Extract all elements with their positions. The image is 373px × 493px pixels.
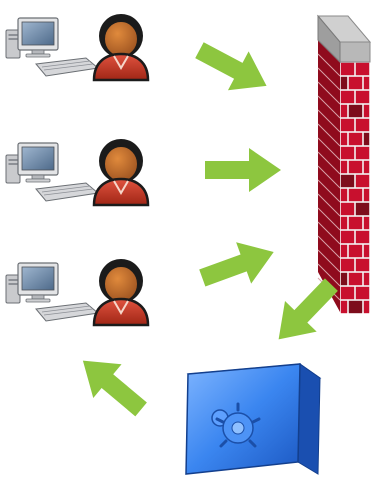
wall-brick <box>341 245 347 257</box>
firewall-brick-wall-icon <box>318 16 370 313</box>
wall-brick <box>364 133 369 145</box>
wall-brick <box>356 147 369 159</box>
wall-brick <box>341 217 347 229</box>
arrow-workstation-3-to-firewall <box>195 231 281 298</box>
wall-brick <box>349 105 362 117</box>
wall-brick <box>341 189 347 201</box>
wall-brick <box>349 133 362 145</box>
wall-brick <box>341 119 354 131</box>
wall-brick <box>356 231 369 243</box>
wall-brick <box>341 273 347 285</box>
arrow-vault-to-workstation-3 <box>69 344 156 427</box>
wall-brick <box>364 245 369 257</box>
wall-brick <box>341 161 347 173</box>
wall-brick <box>356 91 369 103</box>
arrow-workstation-1-to-firewall <box>189 31 277 106</box>
wall-brick <box>356 175 369 187</box>
wall-brick <box>364 189 369 201</box>
computer-user-icon <box>6 259 148 325</box>
wall-brick <box>356 203 369 215</box>
wall-brick <box>349 161 362 173</box>
wall-brick <box>341 63 354 75</box>
wall-side-face <box>318 40 340 312</box>
wall-brick <box>364 105 369 117</box>
wall-brick <box>364 273 369 285</box>
wall-brick <box>364 77 369 89</box>
wall-brick <box>356 119 369 131</box>
workstations <box>6 14 148 325</box>
wall-brick <box>341 147 354 159</box>
wall-brick <box>356 259 369 271</box>
arrow-workstation-2-to-firewall <box>205 148 281 192</box>
wall-brick <box>356 63 369 75</box>
wall-brick <box>349 273 362 285</box>
computer-user-icon <box>6 14 148 80</box>
wall-brick <box>349 217 362 229</box>
wall-brick <box>349 301 362 313</box>
wall-brick <box>364 301 369 313</box>
wall-brick <box>341 203 354 215</box>
wall-brick <box>341 91 354 103</box>
wall-brick <box>341 133 347 145</box>
wall-brick <box>356 287 369 299</box>
wall-brick <box>341 105 347 117</box>
wall-brick <box>364 217 369 229</box>
wall-brick <box>349 189 362 201</box>
wall-brick <box>341 231 354 243</box>
wall-brick <box>341 287 354 299</box>
flow-arrows <box>69 31 347 427</box>
wall-brick <box>349 77 362 89</box>
wall-brick <box>364 161 369 173</box>
wall-brick <box>349 245 362 257</box>
computer-user-icon <box>6 139 148 205</box>
wall-brick <box>341 175 354 187</box>
wall-brick <box>341 77 347 89</box>
vault-safe-icon <box>186 364 320 474</box>
wall-brick <box>341 301 347 313</box>
wall-brick <box>341 259 354 271</box>
